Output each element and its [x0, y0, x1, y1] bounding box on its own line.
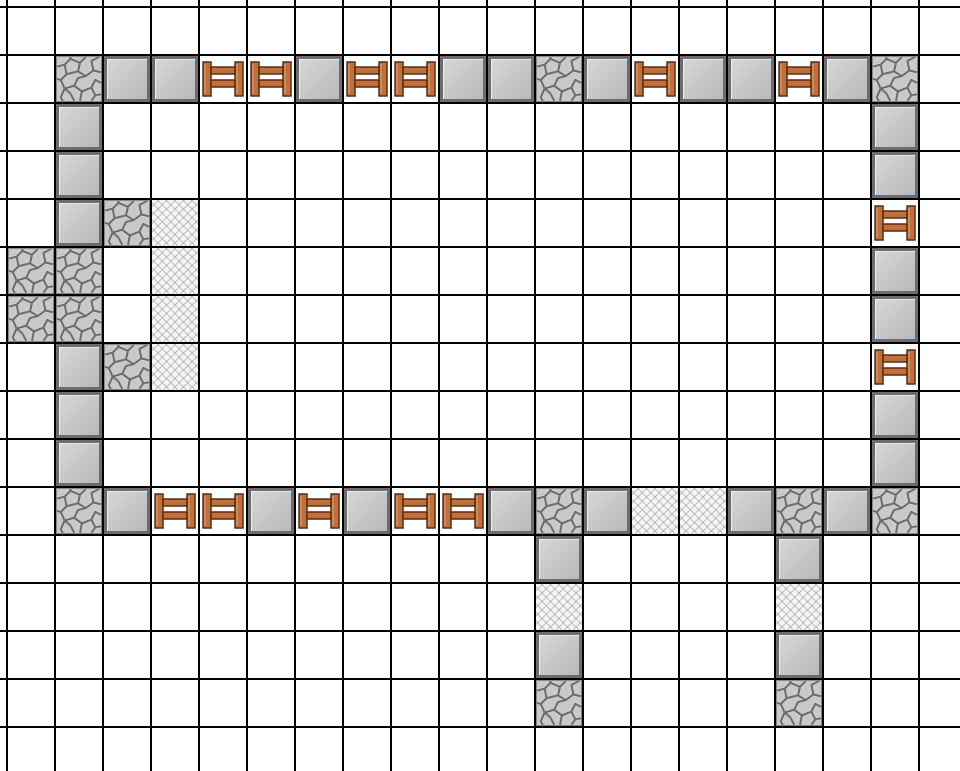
stone-block-icon[interactable] [488, 56, 534, 102]
wooden-fence-icon[interactable] [248, 56, 294, 102]
stone-block-icon[interactable] [728, 56, 774, 102]
wooden-fence-icon[interactable] [440, 488, 486, 534]
cobblestone-icon[interactable] [56, 488, 102, 534]
wooden-fence-icon[interactable] [392, 56, 438, 102]
stone-block-icon[interactable] [56, 152, 102, 198]
stone-block-icon[interactable] [56, 104, 102, 150]
stone-block-icon[interactable] [584, 56, 630, 102]
cobblestone-icon[interactable] [56, 248, 102, 294]
stone-block-icon[interactable] [104, 56, 150, 102]
cobblestone-icon[interactable] [104, 344, 150, 390]
glass-mesh-icon[interactable] [152, 344, 198, 390]
stone-block-icon[interactable] [440, 56, 486, 102]
cobblestone-icon[interactable] [56, 296, 102, 342]
stone-block-icon[interactable] [56, 392, 102, 438]
stone-block-icon[interactable] [488, 488, 534, 534]
stone-block-icon[interactable] [104, 488, 150, 534]
stone-block-icon[interactable] [824, 56, 870, 102]
wooden-fence-icon[interactable] [344, 56, 390, 102]
cobblestone-icon[interactable] [536, 680, 582, 726]
wooden-fence-icon[interactable] [392, 488, 438, 534]
stone-block-icon[interactable] [872, 296, 918, 342]
glass-mesh-icon[interactable] [152, 296, 198, 342]
stone-block-icon[interactable] [872, 248, 918, 294]
wooden-fence-icon[interactable] [632, 56, 678, 102]
stone-block-icon[interactable] [872, 392, 918, 438]
stone-block-icon[interactable] [56, 440, 102, 486]
cobblestone-icon[interactable] [8, 296, 54, 342]
glass-mesh-icon[interactable] [152, 200, 198, 246]
stone-block-icon[interactable] [872, 440, 918, 486]
stone-block-icon[interactable] [536, 536, 582, 582]
cobblestone-icon[interactable] [536, 488, 582, 534]
stone-block-icon[interactable] [536, 632, 582, 678]
wooden-fence-icon[interactable] [152, 488, 198, 534]
wooden-fence-icon[interactable] [776, 56, 822, 102]
glass-mesh-icon[interactable] [632, 488, 678, 534]
stone-block-icon[interactable] [248, 488, 294, 534]
stone-block-icon[interactable] [296, 56, 342, 102]
cobblestone-icon[interactable] [872, 56, 918, 102]
wooden-fence-icon[interactable] [296, 488, 342, 534]
cobblestone-icon[interactable] [776, 488, 822, 534]
glass-mesh-icon[interactable] [536, 584, 582, 630]
stone-block-icon[interactable] [776, 632, 822, 678]
stone-block-icon[interactable] [584, 488, 630, 534]
stone-block-icon[interactable] [872, 104, 918, 150]
cobblestone-icon[interactable] [776, 680, 822, 726]
cobblestone-icon[interactable] [8, 248, 54, 294]
cobblestone-icon[interactable] [536, 56, 582, 102]
stone-block-icon[interactable] [728, 488, 774, 534]
glass-mesh-icon[interactable] [152, 248, 198, 294]
stone-block-icon[interactable] [872, 152, 918, 198]
stone-block-icon[interactable] [56, 344, 102, 390]
stone-block-icon[interactable] [680, 56, 726, 102]
wooden-fence-icon[interactable] [200, 56, 246, 102]
glass-mesh-icon[interactable] [680, 488, 726, 534]
stone-block-icon[interactable] [152, 56, 198, 102]
cobblestone-icon[interactable] [872, 488, 918, 534]
cobblestone-icon[interactable] [56, 56, 102, 102]
cobblestone-icon[interactable] [104, 200, 150, 246]
stone-block-icon[interactable] [776, 536, 822, 582]
wooden-fence-icon[interactable] [872, 200, 918, 246]
wooden-fence-icon[interactable] [200, 488, 246, 534]
stone-block-icon[interactable] [344, 488, 390, 534]
stone-block-icon[interactable] [824, 488, 870, 534]
wooden-fence-icon[interactable] [872, 344, 918, 390]
glass-mesh-icon[interactable] [776, 584, 822, 630]
stone-block-icon[interactable] [56, 200, 102, 246]
